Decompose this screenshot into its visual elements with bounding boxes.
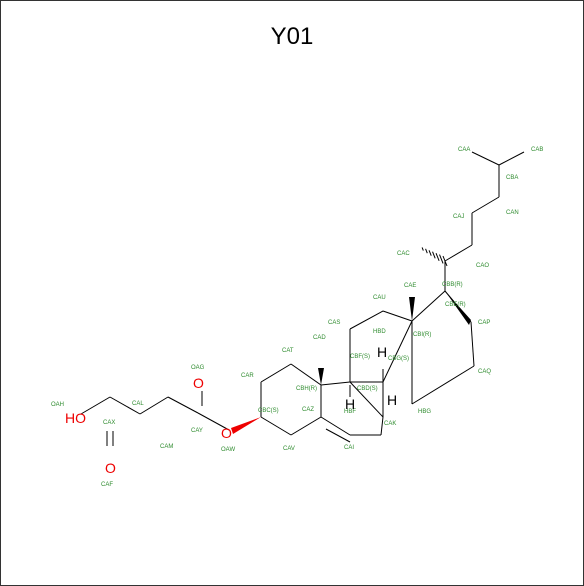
- atom-label-oah: OAH: [51, 402, 64, 408]
- bond-25: [260, 363, 292, 383]
- atom-label-cad: CAD: [313, 335, 326, 341]
- atom-label-cae: CAE: [404, 283, 416, 289]
- atom-label-cat: CAT: [282, 348, 294, 354]
- double-bond-c5: [325, 428, 351, 443]
- atom-label-cay: CAY: [191, 428, 203, 434]
- bond-16: [382, 320, 413, 383]
- atom-label-cas: CAS: [328, 320, 340, 326]
- bond-layer: [80, 151, 525, 446]
- atom-label-cax: CAX: [103, 420, 115, 426]
- atom-label-cam: CAM: [160, 444, 173, 450]
- atom-label-car: CAR: [241, 373, 254, 379]
- atom-label-cbbr: CBB(R): [442, 282, 463, 288]
- atom-label-cav: CAV: [283, 446, 295, 452]
- h-label-cbf: H: [345, 396, 355, 412]
- heteroatom-layer: HO O O O H H H: [65, 344, 397, 476]
- atom-label-cai: CAI: [344, 445, 354, 451]
- atom-label-cau: CAU: [373, 295, 386, 301]
- bond-18: [380, 416, 384, 436]
- atom-label-cbgs: CBG(S): [388, 356, 409, 362]
- atom-label-caa: CAA: [458, 147, 470, 153]
- atom-label-hbd: HBD: [373, 329, 386, 335]
- bond-29: [197, 412, 230, 431]
- h-label-cbd: H: [387, 392, 397, 408]
- atom-label-cba: CBA: [506, 175, 518, 181]
- h-label-cbg: H: [377, 344, 387, 360]
- hash-cac-0: [442, 255, 448, 267]
- wedge-cae: [409, 297, 415, 321]
- atom-label-can: CAN: [506, 210, 519, 216]
- atom-label-layer: CAA CAB CBA CAN CAJ CAO CAC CBB(R) CAE CBE(R) CAP C…: [51, 147, 543, 488]
- bond-3: [471, 196, 500, 214]
- bond-23: [349, 381, 384, 418]
- atom-label-hbg: HBG: [418, 409, 431, 415]
- atom-label-cao: CAO: [476, 263, 489, 269]
- atom-label-cal: CAL: [132, 401, 144, 407]
- atom-label-cab: CAB: [531, 147, 543, 153]
- wedge-cad: [318, 368, 324, 385]
- hash-cac-2: [435, 252, 440, 262]
- hash-cac-6: [421, 247, 424, 251]
- bond-28: [290, 416, 322, 436]
- bond-13: [349, 310, 384, 330]
- atom-label-caj: CAJ: [453, 214, 464, 220]
- bond-32: [109, 396, 141, 415]
- atom-label-hbf: HBF: [344, 409, 356, 415]
- bond-20: [320, 416, 351, 436]
- bond-0: [471, 151, 500, 166]
- hash-cac-1: [439, 254, 444, 264]
- bond-22: [320, 381, 351, 386]
- acid-carbonyl-oxygen-label: O: [105, 460, 116, 476]
- atom-label-caq: CAQ: [478, 369, 491, 375]
- hash-cac-4: [428, 250, 432, 256]
- atom-label-cbcs: CBC(S): [258, 408, 279, 414]
- bond-10: [411, 365, 475, 405]
- wedge-cap: [445, 291, 471, 325]
- bond-7: [411, 290, 446, 322]
- molecule-title: Y01: [270, 23, 314, 50]
- atom-label-oag: OAG: [191, 365, 205, 371]
- atom-label-cbfs: CBF(S): [350, 354, 370, 360]
- bond-31: [139, 396, 169, 415]
- atom-label-caz: CAZ: [302, 407, 314, 413]
- bond-27: [260, 416, 292, 436]
- atom-label-cber: CBE(R): [445, 302, 466, 308]
- bond-33: [80, 396, 111, 415]
- atom-label-cac: CAC: [397, 251, 410, 257]
- wedge-oxygen: [231, 417, 261, 434]
- bond-30: [167, 396, 199, 414]
- atom-label-caf: CAF: [101, 482, 113, 488]
- atom-label-cbir: CBI(R): [413, 332, 431, 338]
- bond-1: [498, 151, 525, 166]
- bond-24: [290, 363, 322, 386]
- bond-12: [382, 310, 413, 322]
- atom-label-cbds: CBD(S): [357, 386, 378, 392]
- atom-label-cak: CAK: [384, 421, 396, 427]
- atom-label-oaw: OAW: [221, 447, 235, 453]
- bond-5: [444, 244, 473, 262]
- ester-oxygen-label: O: [221, 425, 232, 441]
- hash-cac-5: [425, 248, 428, 254]
- atom-label-cbhr: CBH(R): [296, 386, 317, 392]
- hydroxyl-label: HO: [65, 410, 86, 426]
- hash-cac-3: [432, 251, 436, 259]
- bond-9: [470, 321, 475, 367]
- carbonyl-oxygen-label: O: [193, 375, 204, 391]
- atom-label-cap: CAP: [478, 320, 490, 326]
